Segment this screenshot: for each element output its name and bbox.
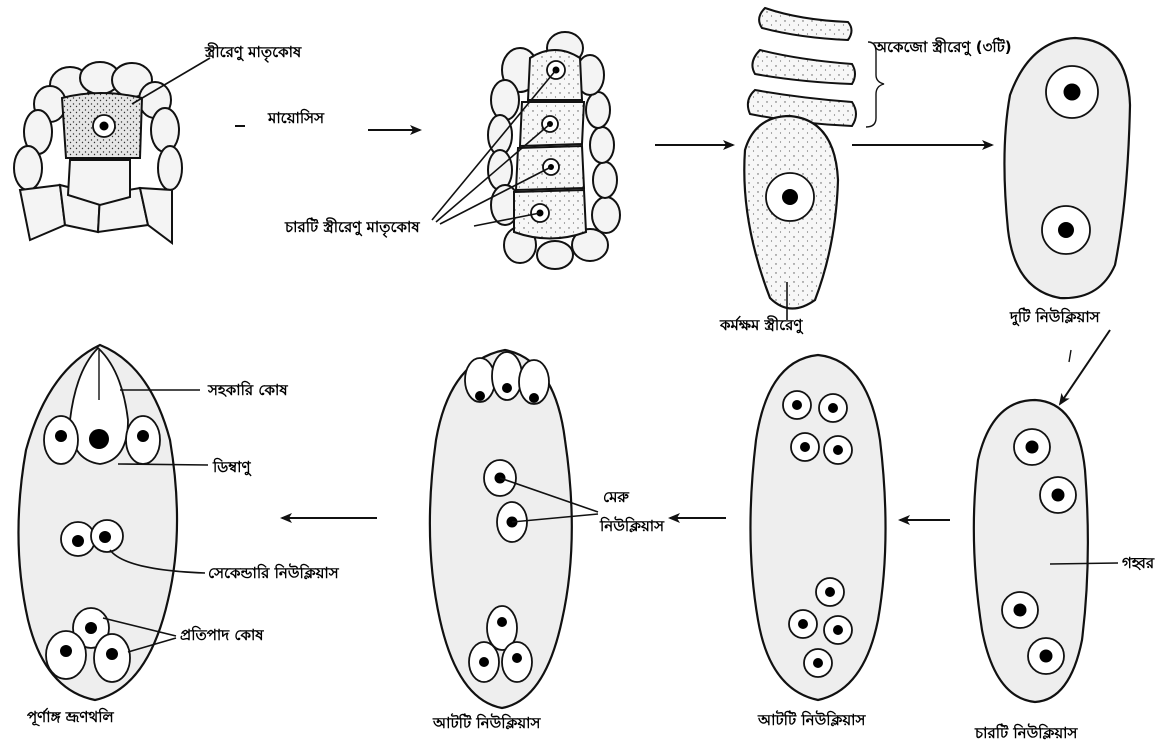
arrow-to-four-nuclei bbox=[1060, 330, 1110, 404]
stage-megaspore-mother-cell bbox=[14, 58, 210, 243]
label-meiosis: মায়োসিস bbox=[267, 108, 325, 127]
label-four-nuclei: চারটি নিউক্লিয়াস bbox=[974, 723, 1079, 742]
label-non-functional-megaspores: অকেজো স্ত্রীরেণু (৩টি) bbox=[873, 37, 1012, 56]
label-cavity: গহ্বর bbox=[1122, 554, 1155, 572]
label-egg-cell: ডিম্বাণু bbox=[212, 457, 253, 476]
stage-four-megaspores bbox=[432, 32, 620, 269]
stage-two-nuclei bbox=[1004, 38, 1130, 298]
label-eight-nuclei-b: আটটি নিউক্লিয়াস bbox=[757, 710, 867, 729]
label-secondary-nucleus: সেকেন্ডারি নিউক্লিয়াস bbox=[208, 563, 340, 582]
label-two-nuclei: দুটি নিউক্লিয়াস bbox=[1009, 307, 1101, 326]
label-functional-megaspore: কর্মক্ষম স্ত্রীরেণু bbox=[719, 315, 804, 334]
label-polar-nuclei-line2: নিউক্লিয়াস bbox=[599, 516, 665, 535]
stage-eight-nuclei-b bbox=[750, 355, 885, 700]
stage-four-nuclei bbox=[974, 400, 1118, 702]
label-antipodal-cells: প্রতিপাদ কোষ bbox=[180, 625, 264, 644]
stage-eight-nuclei-a bbox=[430, 350, 598, 708]
label-megaspore-mother-cell: স্ত্রীরেণু মাতৃকোষ bbox=[204, 42, 302, 63]
label-synergid: সহকারি কোষ bbox=[207, 380, 288, 399]
stage-mature-embryo-sac bbox=[18, 345, 208, 700]
label-four-megaspore-mother-cells: চারটি স্ত্রীরেণু মাতৃকোষ bbox=[284, 217, 420, 238]
label-eight-nuclei-a: আটটি নিউক্লিয়াস bbox=[432, 713, 542, 732]
stage-functional-megaspore bbox=[744, 8, 884, 320]
label-polar-nuclei-line1: মেরু bbox=[603, 488, 629, 506]
label-mature-embryo-sac: পূর্ণাঙ্গ ভ্রূণথলি bbox=[27, 707, 115, 728]
